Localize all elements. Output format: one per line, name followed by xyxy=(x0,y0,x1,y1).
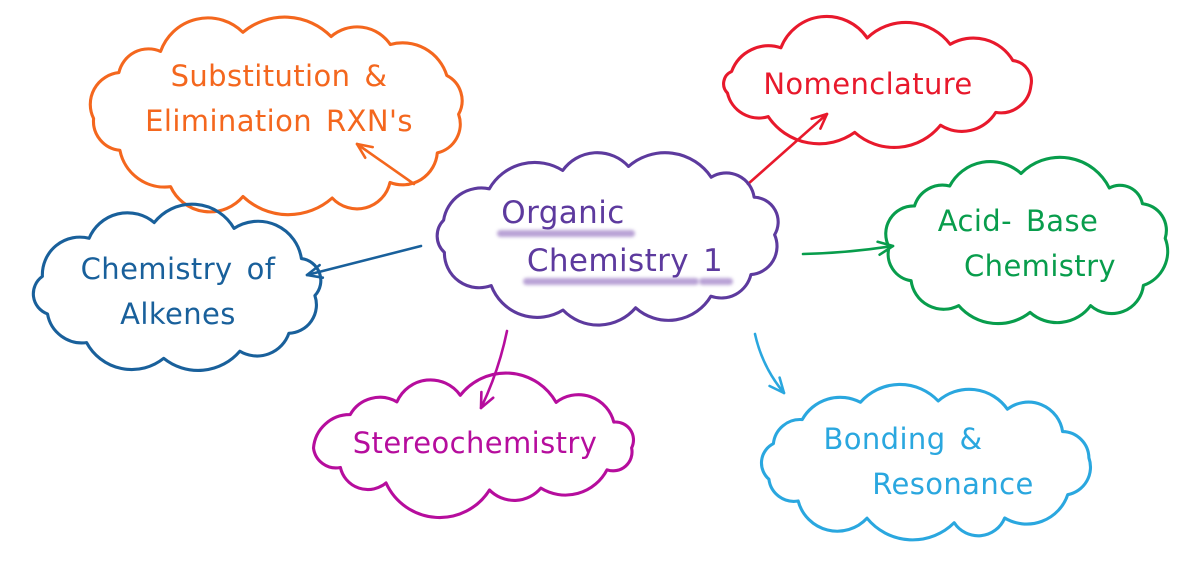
arrow-to-nomenclature xyxy=(746,112,829,186)
node-nomenclature: Nomenclature xyxy=(712,14,1048,150)
cloud-outline-bonding-resonance xyxy=(759,382,1093,542)
arrow-to-substitution-elimination-rxns xyxy=(355,142,416,186)
cloud-outline-substitution-elimination-rxns xyxy=(88,15,464,217)
arrow-to-bonding-resonance xyxy=(753,332,786,395)
cloud-outline-organic-chemistry-1 xyxy=(435,151,780,327)
cloud-outline-nomenclature xyxy=(722,14,1033,150)
arrow-to-acid-base-chemistry xyxy=(801,240,895,256)
arrow-to-stereochemistry xyxy=(479,329,509,410)
cloud-outline-stereochemistry xyxy=(311,371,635,520)
node-stereochemistry: Stereochemistry xyxy=(300,371,650,520)
cloud-outline-chemistry-of-alkenes xyxy=(31,202,323,372)
cloud-outline-acid-base-chemistry xyxy=(884,155,1170,326)
node-bonding-resonance: Bonding&Resonance xyxy=(746,382,1104,542)
